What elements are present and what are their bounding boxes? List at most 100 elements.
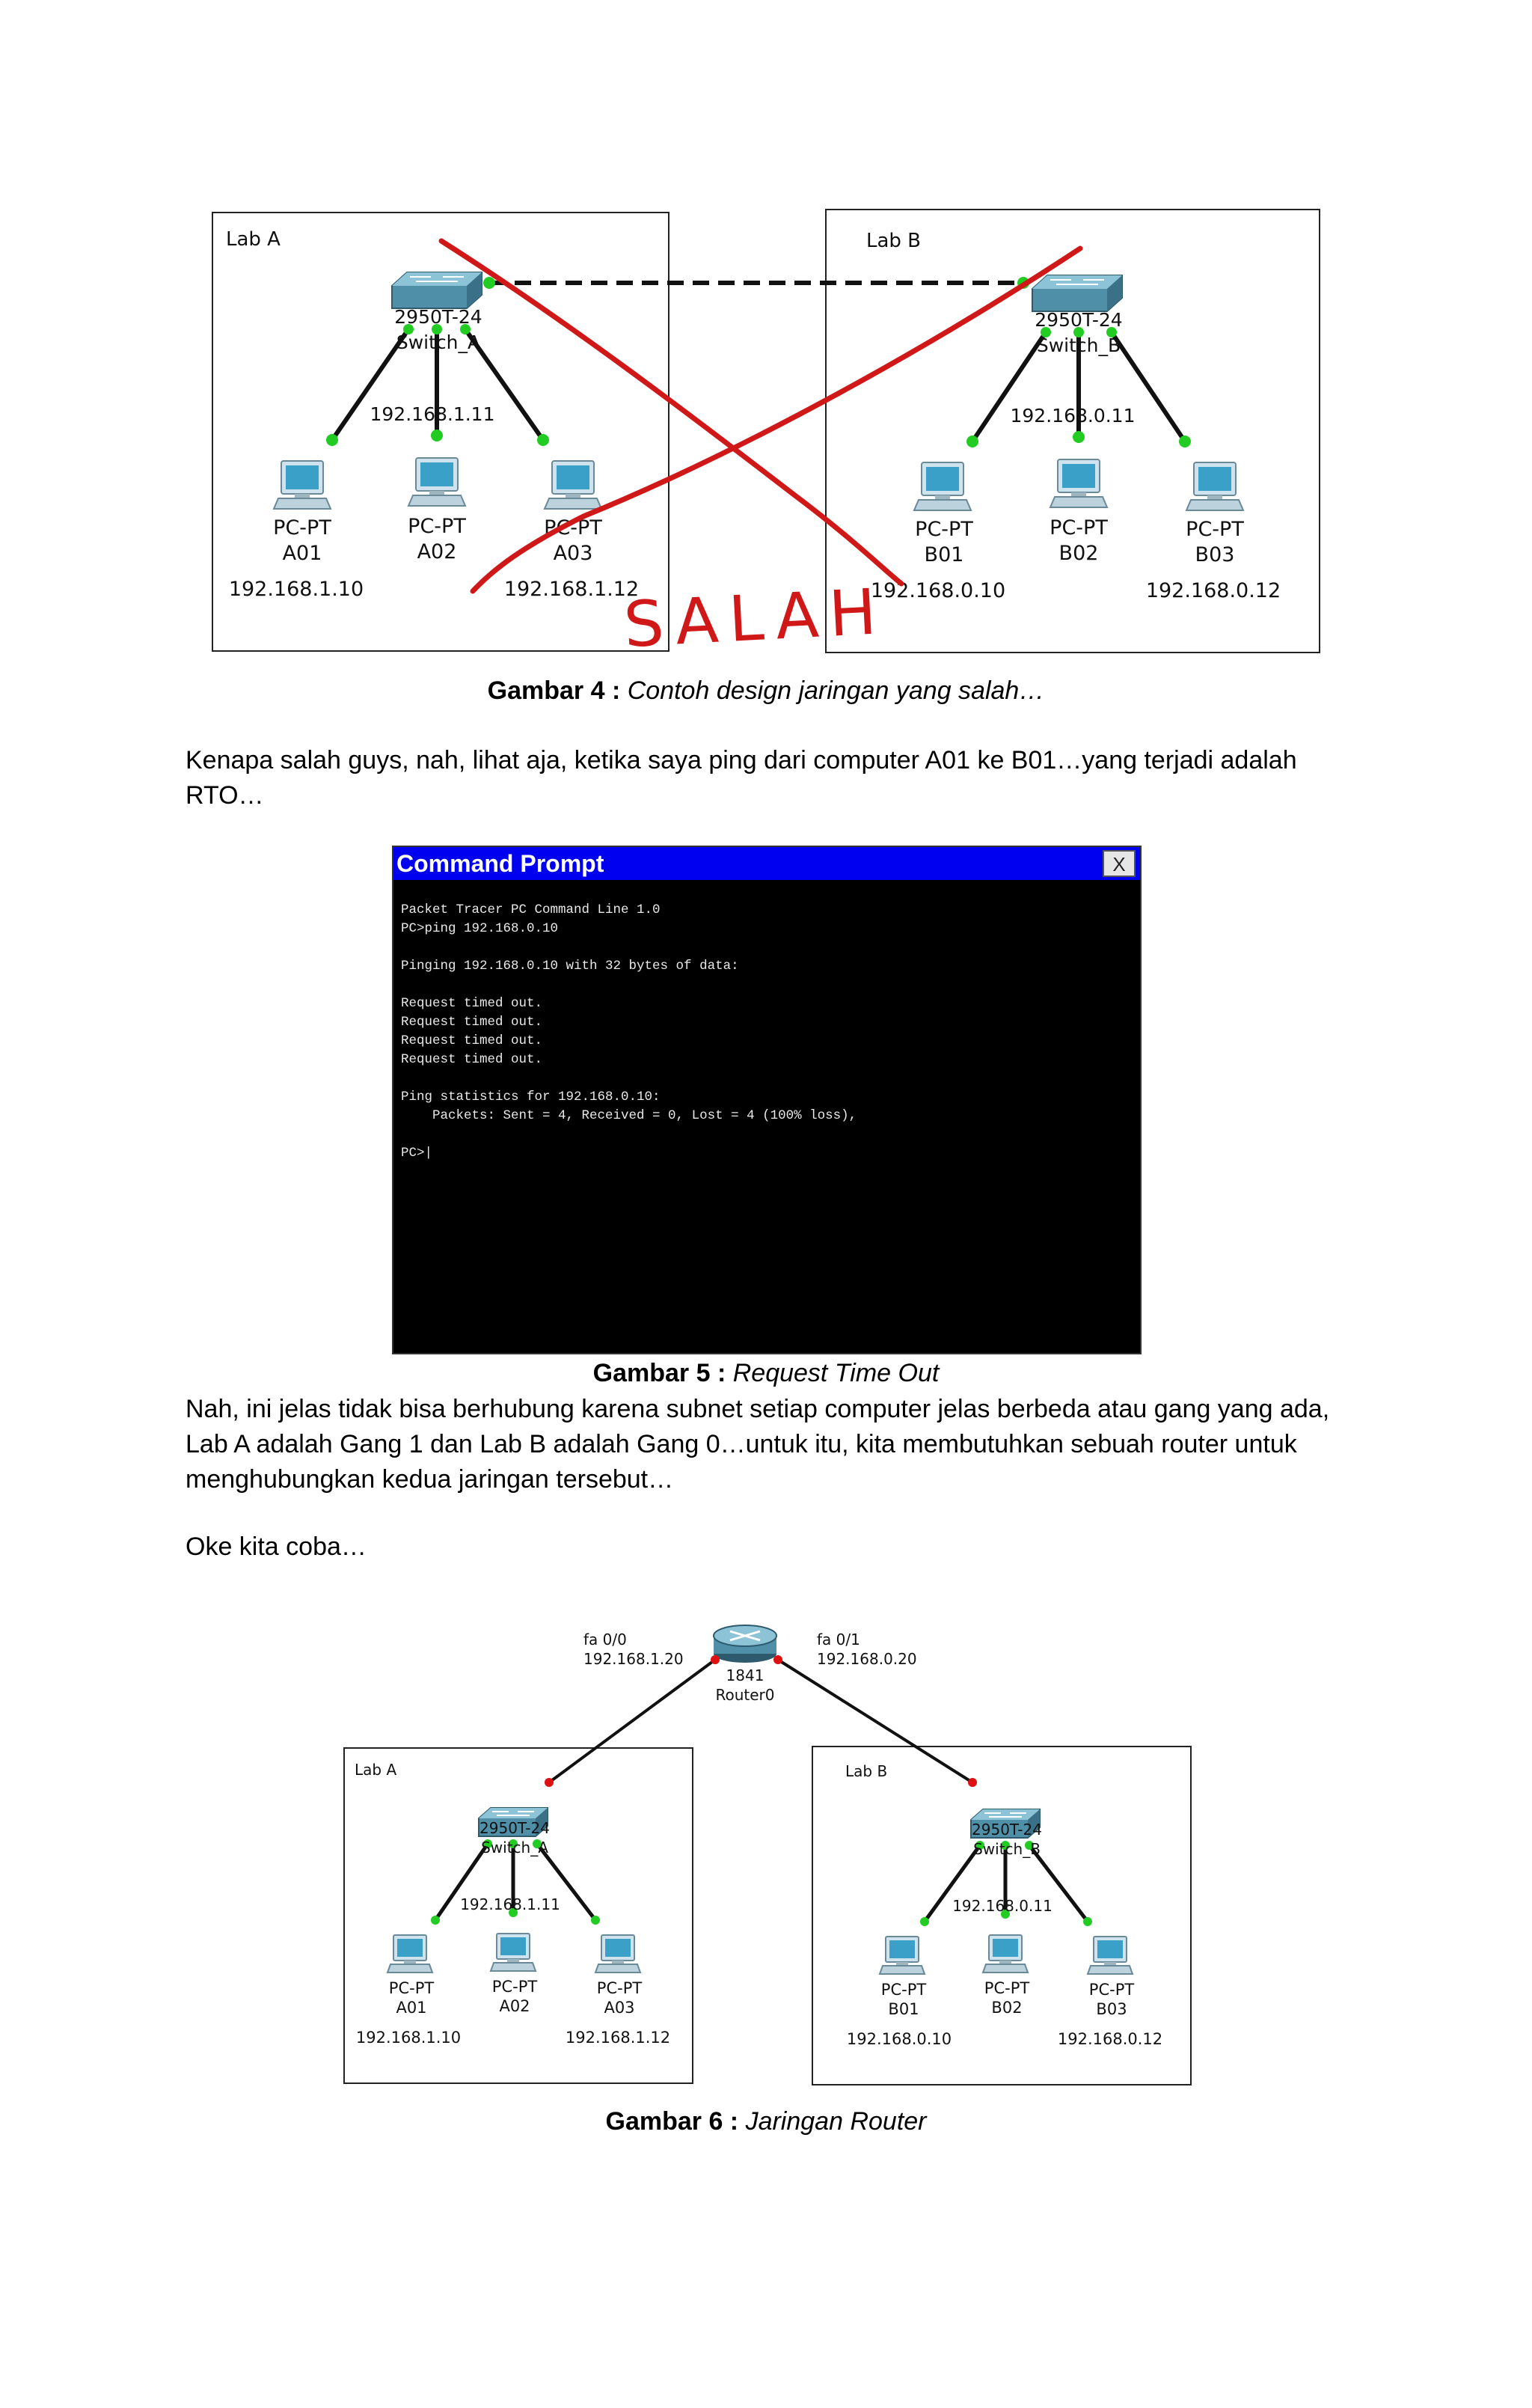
pc-b02-icon-fig6: [982, 1934, 1029, 1973]
pc-a01-type: PC-PT: [273, 516, 331, 540]
salah-handwritten-text: SALAH: [622, 575, 888, 661]
pc-b01-icon: [913, 462, 972, 511]
pc-b01-name: B01: [925, 543, 964, 566]
switch-b-icon-fig6: [970, 1809, 1041, 1839]
pc-a01-ip: 192.168.1.10: [229, 578, 364, 601]
pc-b03-type-fig6: PC-PT: [1089, 1981, 1135, 1999]
switch-a-icon-fig6: [478, 1807, 548, 1837]
router-ip-left: 192.168.1.20: [583, 1650, 684, 1668]
switch-a-model: 2950T-24: [394, 306, 482, 328]
pc-b02-name: B02: [1059, 542, 1099, 565]
pc-b03-ip: 192.168.0.12: [1146, 579, 1281, 602]
pc-b02-type: PC-PT: [1050, 516, 1108, 540]
switch-a-ip-fig6: 192.168.1.11: [460, 1895, 560, 1913]
pc-b01-type-fig6: PC-PT: [881, 1981, 927, 1999]
switch-a-name: Switch_A: [396, 331, 480, 353]
switch-b-ip-fig6: 192.168.0.11: [952, 1897, 1053, 1915]
command-output-line: Request timed out.: [401, 1052, 543, 1067]
pc-a01-type-fig6: PC-PT: [389, 1979, 435, 1997]
figure-5-caption: Gambar 5 : Request Time Out: [0, 1359, 1532, 1388]
pc-b02-icon: [1050, 459, 1108, 508]
lab-b-box-fig6: [812, 1746, 1192, 2085]
command-output-line: PC>|: [401, 1146, 433, 1161]
command-prompt-title: Command Prompt: [396, 850, 604, 877]
close-button[interactable]: X: [1103, 850, 1136, 877]
pc-a03-ip-fig6: 192.168.1.12: [566, 2029, 670, 2047]
pc-b03-icon: [1186, 462, 1244, 511]
pc-a03-name: A03: [554, 542, 593, 565]
paragraph-3: Oke kita coba…: [186, 1530, 1352, 1565]
pc-b01-icon-fig6: [879, 1936, 925, 1975]
pc-b02-type-fig6: PC-PT: [984, 1979, 1030, 1997]
command-output-line: [401, 938, 1133, 957]
router-icon: [713, 1625, 777, 1663]
command-output-line: Request timed out.: [401, 1015, 543, 1030]
switch-b-ip: 192.168.0.11: [1011, 405, 1136, 427]
switch-a-icon: [391, 272, 482, 309]
lab-b-title: Lab B: [866, 230, 921, 252]
paragraph-2: Nah, ini jelas tidak bisa berhubung kare…: [186, 1392, 1352, 1497]
paragraph-2-line-2: Lab A adalah Gang 1 dan Lab B adalah Gan…: [186, 1430, 1297, 1458]
lab-a-title: Lab A: [226, 228, 281, 251]
lab-a-box-fig6: [343, 1747, 693, 2084]
pc-b01-name-fig6: B01: [888, 2000, 919, 2018]
red-cross-stroke-2: [470, 245, 1083, 594]
lab-b-title-fig6: Lab B: [845, 1762, 887, 1780]
switch-b-model: 2950T-24: [1035, 309, 1122, 331]
command-output-line: [401, 1069, 1133, 1088]
pc-b03-name: B03: [1195, 543, 1235, 566]
paragraph-1-line-2: RTO…: [186, 781, 264, 810]
switch-b-model-fig6: 2950T-24: [972, 1821, 1042, 1839]
pc-b03-name-fig6: B03: [1096, 2000, 1127, 2018]
router-model: 1841: [726, 1666, 765, 1684]
router-port-left: fa 0/0: [583, 1631, 627, 1648]
figure-4-caption: Gambar 4 : Contoh design jaringan yang s…: [0, 676, 1532, 706]
command-prompt-window: Command Prompt X Packet Tracer PC Comman…: [392, 846, 1142, 1354]
pc-a01-ip-fig6: 192.168.1.10: [356, 2029, 461, 2047]
figure-5-caption-label: Gambar 5 :: [592, 1359, 726, 1387]
router-port-right: fa 0/1: [817, 1631, 860, 1648]
pc-a02-name-fig6: A02: [499, 1997, 530, 2015]
switch-b-icon: [1032, 275, 1123, 312]
pc-a03-name-fig6: A03: [604, 1999, 634, 2017]
figure-6-caption: Gambar 6 : Jaringan Router: [0, 2107, 1532, 2136]
pc-a02-icon: [408, 457, 466, 507]
command-output-line: PC>ping 192.168.0.10: [401, 921, 559, 936]
pc-a02-type-fig6: PC-PT: [492, 1978, 538, 1996]
paragraph-1-line-1: Kenapa salah guys, nah, lihat aja, ketik…: [186, 746, 1297, 774]
switch-b-name: Switch_B: [1037, 334, 1121, 356]
pc-a03-icon: [544, 460, 602, 510]
router-ip-right: 192.168.0.20: [817, 1650, 917, 1668]
pc-a01-icon-fig6: [387, 1934, 433, 1973]
pc-a01-name: A01: [283, 542, 322, 565]
pc-a02-icon-fig6: [490, 1933, 536, 1972]
command-output-line: Ping statistics for 192.168.0.10:: [401, 1090, 661, 1104]
switch-a-ip: 192.168.1.11: [370, 403, 495, 425]
pc-b02-name-fig6: B02: [991, 1999, 1022, 2017]
switch-a-model-fig6: 2950T-24: [479, 1819, 550, 1837]
router-name: Router0: [715, 1686, 774, 1704]
command-output-line: Pinging 192.168.0.10 with 32 bytes of da…: [401, 959, 739, 974]
paragraph-3-line-1: Oke kita coba…: [186, 1532, 367, 1561]
pc-a03-type-fig6: PC-PT: [597, 1979, 643, 1997]
pc-b01-type: PC-PT: [915, 518, 973, 541]
paragraph-2-line-3: menghubungkan kedua jaringan tersebut…: [186, 1465, 674, 1494]
command-output-line: [401, 1125, 1133, 1144]
command-output-line: Packets: Sent = 4, Received = 0, Lost = …: [401, 1108, 857, 1123]
figure-6-caption-text: Jaringan Router: [745, 2107, 927, 2136]
lab-a-title-fig6: Lab A: [355, 1761, 396, 1779]
command-prompt-title-bar: Command Prompt X: [393, 847, 1140, 880]
figure-6-caption-label: Gambar 6 :: [605, 2107, 739, 2136]
pc-a01-icon: [273, 460, 331, 510]
command-output-line: Request timed out.: [401, 1033, 543, 1048]
command-output-line: [401, 976, 1133, 994]
lab-a-box: [212, 212, 670, 652]
command-output-line: Packet Tracer PC Command Line 1.0: [401, 902, 661, 917]
pc-a02-name: A02: [417, 540, 457, 563]
switch-b-name-fig6: Switch_B: [973, 1840, 1041, 1858]
pc-b03-ip-fig6: 192.168.0.12: [1058, 2030, 1162, 2048]
command-output-line: Request timed out.: [401, 996, 543, 1011]
figure-4-caption-text: Contoh design jaringan yang salah…: [627, 676, 1045, 705]
figure-4-network-diagram: Lab A Lab B 2950T-24 Switch_A 192.168.1.…: [212, 209, 1320, 661]
